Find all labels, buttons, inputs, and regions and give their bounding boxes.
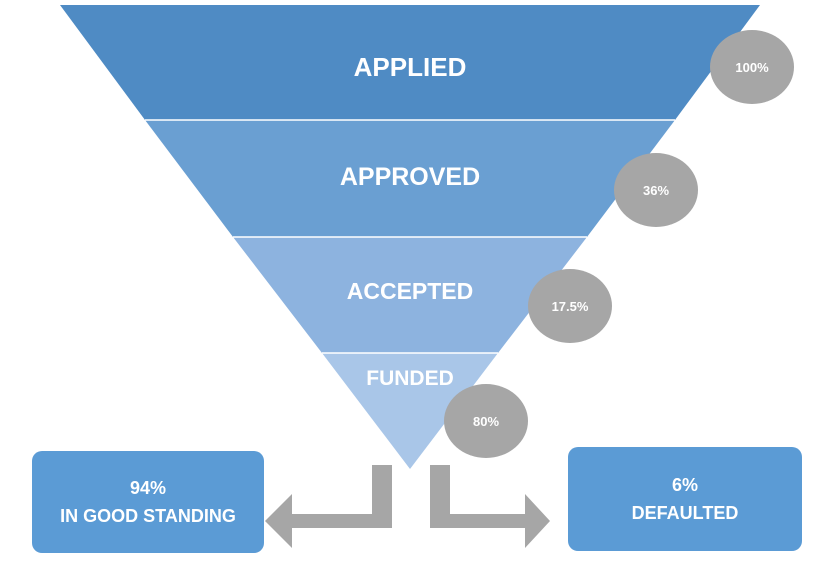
funnel-stage-approved [145,120,675,237]
percent-bubble-applied: 100% [710,30,794,104]
outcome-label: DEFAULTED [631,503,739,523]
percent-bubble-funded: 80% [444,384,528,458]
left-arrow-icon [265,465,392,548]
funnel-stage-accepted [233,237,587,353]
outcome-good-standing: 94% IN GOOD STANDING [32,451,264,553]
percent-value: 100% [735,59,769,75]
stage-label-accepted: ACCEPTED [346,278,474,304]
percent-bubble-approved: 36% [614,153,698,227]
percent-value: 36% [642,182,670,198]
funnel-stage-funded [322,353,498,469]
outcome-defaulted: 6% DEFAULTED [568,447,802,551]
stage-label-funded: FUNDED [366,367,454,390]
right-arrow-icon [430,465,550,548]
percent-bubble-accepted: 17.5% [528,269,612,343]
outcome-value: 6% [671,475,698,495]
stage-label-approved: APPROVED [339,163,481,191]
funnel-stage-applied [60,5,760,120]
stage-label-applied: APPLIED [353,52,467,82]
outcome-label: IN GOOD STANDING [60,506,236,526]
outcome-value: 94% [129,478,167,498]
percent-value: 17.5% [551,298,589,314]
percent-value: 80% [472,413,500,429]
